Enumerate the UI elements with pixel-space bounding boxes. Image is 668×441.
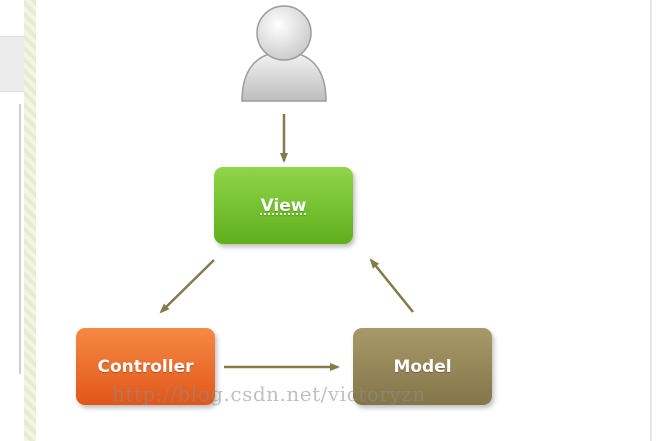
controller-node: Controller [76, 328, 215, 405]
right-border [650, 0, 652, 441]
watermark-text: http://blog.csdn.net/victoryzn [112, 382, 426, 406]
decorative-stripe [24, 0, 36, 441]
arrow-model-to-view [369, 258, 414, 313]
user-icon [241, 5, 327, 102]
model-node: Model [353, 328, 492, 405]
model-label: Model [393, 356, 452, 377]
left-header-bar [0, 36, 24, 92]
arrow-view-to-controller [159, 259, 215, 314]
left-scroll-line [19, 104, 21, 374]
view-node: View [214, 167, 353, 244]
controller-label: Controller [97, 356, 194, 377]
view-label: View [260, 195, 307, 216]
